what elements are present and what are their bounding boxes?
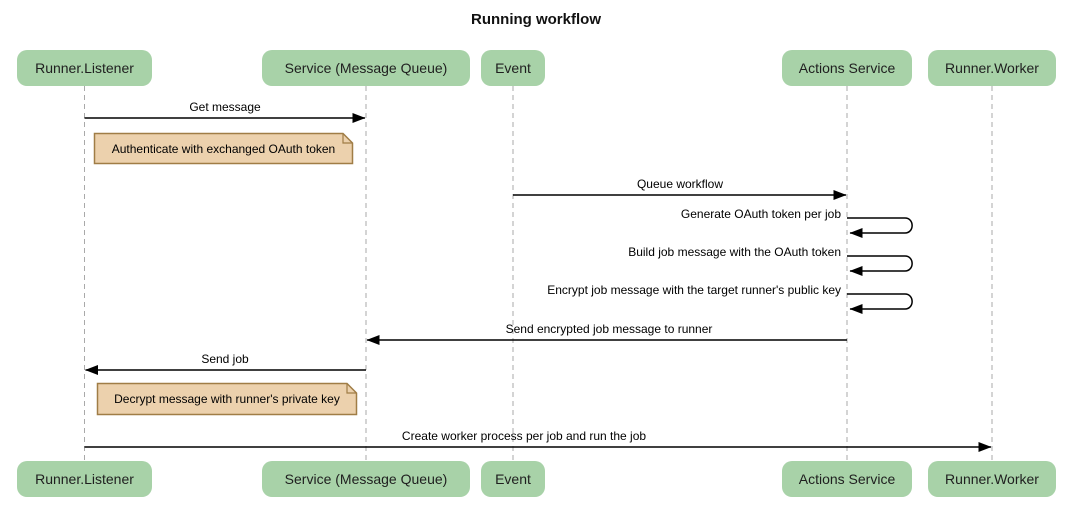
note-authenticate: Authenticate with exchanged OAuth token [111, 141, 336, 156]
participant-label: Actions Service [798, 471, 896, 487]
participant-label: Service (Message Queue) [284, 471, 448, 487]
participant-bottom-runner-worker: Runner.Worker [928, 461, 1056, 497]
participant-bottom-actions-service: Actions Service [782, 461, 912, 497]
participant-top-service-message-queue: Service (Message Queue) [262, 50, 470, 86]
participant-bottom-runner-listener: Runner.Listener [17, 461, 152, 497]
participant-label: Runner.Listener [35, 60, 134, 76]
participant-top-runner-listener: Runner.Listener [17, 50, 152, 86]
note-shape-authenticate [93, 132, 354, 165]
message-label-get-message: Get message [189, 100, 261, 114]
participant-bottom-service-message-queue: Service (Message Queue) [262, 461, 470, 497]
message-label-send-encrypted-job: Send encrypted job message to runner [505, 322, 713, 336]
note-fold-decrypt-icon [346, 383, 357, 394]
message-label-generate-oauth-token: Generate OAuth token per job [680, 207, 841, 221]
participant-bottom-event: Event [481, 461, 545, 497]
participant-label: Runner.Listener [35, 471, 134, 487]
message-label-create-worker-process: Create worker process per job and run th… [401, 429, 647, 443]
note-shape-decrypt [96, 382, 358, 416]
participant-label: Event [495, 60, 531, 76]
note-fold-authenticate-icon [342, 133, 353, 144]
message-label-build-job-message: Build job message with the OAuth token [628, 245, 841, 259]
participant-top-event: Event [481, 50, 545, 86]
diagram-title: Running workflow [471, 11, 601, 28]
participant-label: Runner.Worker [945, 471, 1039, 487]
participant-top-runner-worker: Runner.Worker [928, 50, 1056, 86]
note-decrypt: Decrypt message with runner's private ke… [114, 392, 340, 406]
participant-label: Event [495, 471, 531, 487]
self-loop-build-job-message [847, 255, 913, 276]
message-label-encrypt-job-message: Encrypt job message with the target runn… [547, 283, 841, 297]
participant-label: Service (Message Queue) [284, 60, 448, 76]
message-label-send-job: Send job [201, 352, 249, 366]
participant-label: Actions Service [798, 60, 896, 76]
self-loop-generate-oauth-token [847, 217, 913, 238]
participant-top-actions-service: Actions Service [782, 50, 912, 86]
participant-label: Runner.Worker [945, 60, 1039, 76]
self-loop-encrypt-job-message [847, 293, 913, 314]
message-label-queue-workflow: Queue workflow [636, 177, 724, 191]
